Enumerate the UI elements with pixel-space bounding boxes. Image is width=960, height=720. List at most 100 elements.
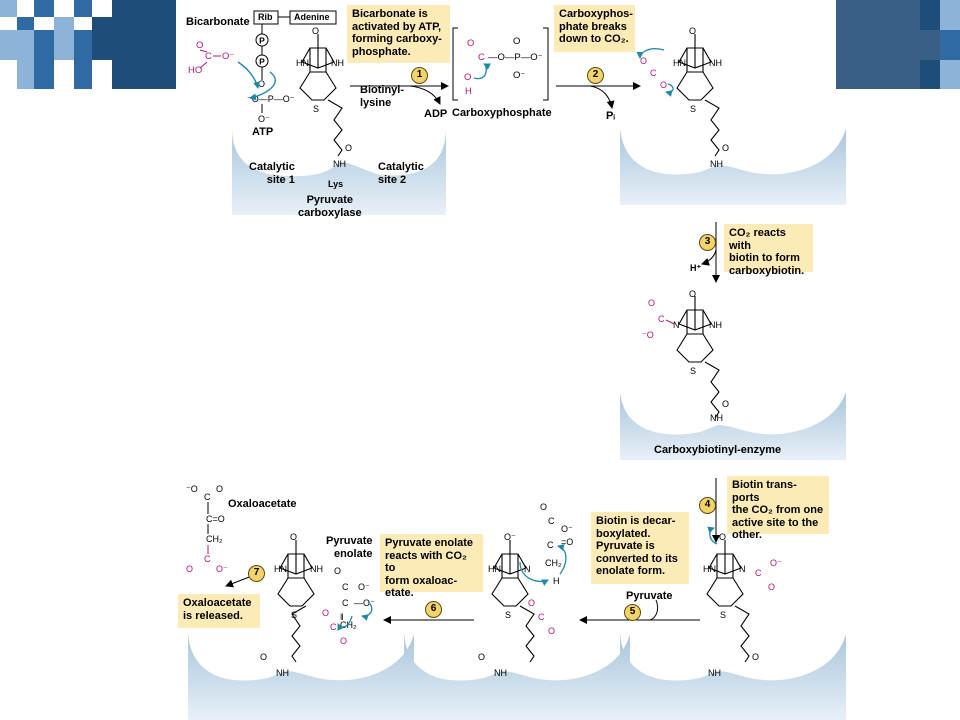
step5-badge: 5 xyxy=(624,604,641,621)
svg-text:O: O xyxy=(719,532,726,542)
svg-text:P: P xyxy=(259,36,265,46)
svg-text:O: O xyxy=(768,582,775,592)
svg-text:O: O xyxy=(258,79,265,89)
svg-text:NH: NH xyxy=(310,564,323,574)
adp-label: ADP xyxy=(424,108,448,120)
svg-text:NH: NH xyxy=(331,58,344,68)
tile xyxy=(940,0,960,30)
step1-note: Bicarbonate is activated by ATP, forming… xyxy=(347,5,450,63)
svg-text:O: O xyxy=(216,484,223,494)
svg-text:O: O xyxy=(548,626,555,636)
adenine-label: Adenine xyxy=(294,12,330,22)
tile xyxy=(112,0,176,89)
svg-text:S: S xyxy=(291,610,297,620)
svg-text:NH: NH xyxy=(494,668,507,678)
enzyme-surface-step6 xyxy=(188,634,414,720)
tile xyxy=(836,0,920,89)
step3-note: CO₂ reacts with biotin to form carboxybi… xyxy=(724,224,813,277)
carboxyphosphate-structure: O C —O—P—O⁻ O O⁻ O H xyxy=(452,27,549,101)
carboxyphosphate-label: Carboxyphosphate xyxy=(452,107,552,119)
tile xyxy=(92,30,112,60)
svg-text:S: S xyxy=(505,610,511,620)
bicarbonate-structure: O C O⁻ HO xyxy=(188,40,276,101)
svg-text:C: C xyxy=(650,68,657,78)
tile xyxy=(34,60,54,89)
svg-text:C: C xyxy=(547,540,554,550)
svg-text:O: O xyxy=(290,532,297,542)
svg-text:HN: HN xyxy=(274,564,287,574)
tile xyxy=(17,60,34,89)
svg-text:O: O xyxy=(752,652,759,662)
svg-text:O: O xyxy=(345,143,352,153)
tile xyxy=(940,60,960,89)
svg-text:O⁻: O⁻ xyxy=(770,558,782,568)
svg-text:N: N xyxy=(739,564,746,574)
svg-text:O: O xyxy=(186,564,193,574)
svg-text:O: O xyxy=(334,566,341,576)
svg-text:O: O xyxy=(722,143,729,153)
svg-text:S: S xyxy=(720,610,726,620)
svg-text:CH₂: CH₂ xyxy=(206,534,223,544)
oxaloacetate-label: Oxaloacetate xyxy=(228,498,297,510)
svg-text:O: O xyxy=(689,26,696,36)
svg-text:O⁻: O⁻ xyxy=(561,524,573,534)
tile xyxy=(34,30,54,60)
step4-note: Biotin trans-ports the CO₂ from one acti… xyxy=(727,476,829,541)
svg-text:HN: HN xyxy=(703,564,716,574)
svg-text:NH: NH xyxy=(709,58,722,68)
svg-text:S: S xyxy=(690,104,696,114)
oxaloacetate-structure: ⁻O C O C=O CH₂ C O O⁻ xyxy=(186,484,228,574)
biotin-step4: O HN N S C O⁻ O xyxy=(703,526,782,620)
carboxybiotin-structure: O N NH S O C ⁻O xyxy=(642,289,722,376)
svg-text:O: O xyxy=(322,608,329,618)
svg-text:NH: NH xyxy=(709,320,722,330)
rib-label: Rib xyxy=(258,12,273,22)
enzyme-surface-site xyxy=(232,128,446,215)
tile xyxy=(0,30,34,60)
svg-text:O: O xyxy=(540,502,547,512)
catalytic-site-1-label: Catalytic site 1 xyxy=(249,161,295,186)
svg-text:HO: HO xyxy=(188,65,202,76)
tile xyxy=(74,60,92,89)
biotinyl-lysine-label: Biotinyl- lysine xyxy=(360,84,404,109)
svg-text:O: O xyxy=(722,399,729,409)
lys-label: Lys xyxy=(328,179,344,189)
svg-text:C: C xyxy=(755,568,762,578)
svg-text:O⁻: O⁻ xyxy=(258,114,270,124)
step5-note: Biotin is decar- boxylated. Pyruvate is … xyxy=(591,512,689,584)
enzyme-surface-step5 xyxy=(404,634,630,720)
pyruvate-enolate-label: Pyruvate enolate xyxy=(326,535,373,560)
step3-badge: 3 xyxy=(699,234,716,251)
tile xyxy=(74,30,92,60)
svg-text:O⁻: O⁻ xyxy=(358,582,370,592)
svg-text:CH₂: CH₂ xyxy=(545,558,562,568)
svg-text:O: O xyxy=(648,298,655,308)
svg-text:O: O xyxy=(660,80,667,90)
svg-text:C: C xyxy=(330,622,337,632)
svg-text:O: O xyxy=(478,652,485,662)
svg-text:NH: NH xyxy=(710,413,723,423)
tile xyxy=(54,30,74,60)
tile xyxy=(0,0,17,17)
svg-text:O: O xyxy=(528,598,535,608)
svg-text:C: C xyxy=(538,612,545,622)
pyruvate-carboxylase-label: Pyruvate carboxylase xyxy=(298,194,362,219)
svg-text:O: O xyxy=(312,26,319,36)
biotin-step5: O⁻ HN N S O C O⁻ C =O CH₂ H O C O xyxy=(488,502,573,636)
svg-text:C: C xyxy=(204,554,211,564)
tile xyxy=(34,0,54,17)
svg-text:O⁻: O⁻ xyxy=(513,70,525,81)
svg-text:O: O xyxy=(640,56,647,66)
tile xyxy=(92,17,112,30)
svg-text:C: C xyxy=(342,598,349,608)
svg-text:‖: ‖ xyxy=(340,612,344,622)
atp-structure: P P O ⁻O—P—O⁻ O⁻ xyxy=(247,10,337,124)
h-plus-label: H⁺ xyxy=(690,263,702,273)
step2-badge: 2 xyxy=(587,67,604,84)
svg-text:—O—P—O⁻: —O—P—O⁻ xyxy=(488,52,543,63)
tile xyxy=(920,30,940,60)
svg-text:NH: NH xyxy=(708,668,721,678)
svg-text:HN: HN xyxy=(296,58,309,68)
bicarbonate-label: Bicarbonate xyxy=(186,16,250,28)
